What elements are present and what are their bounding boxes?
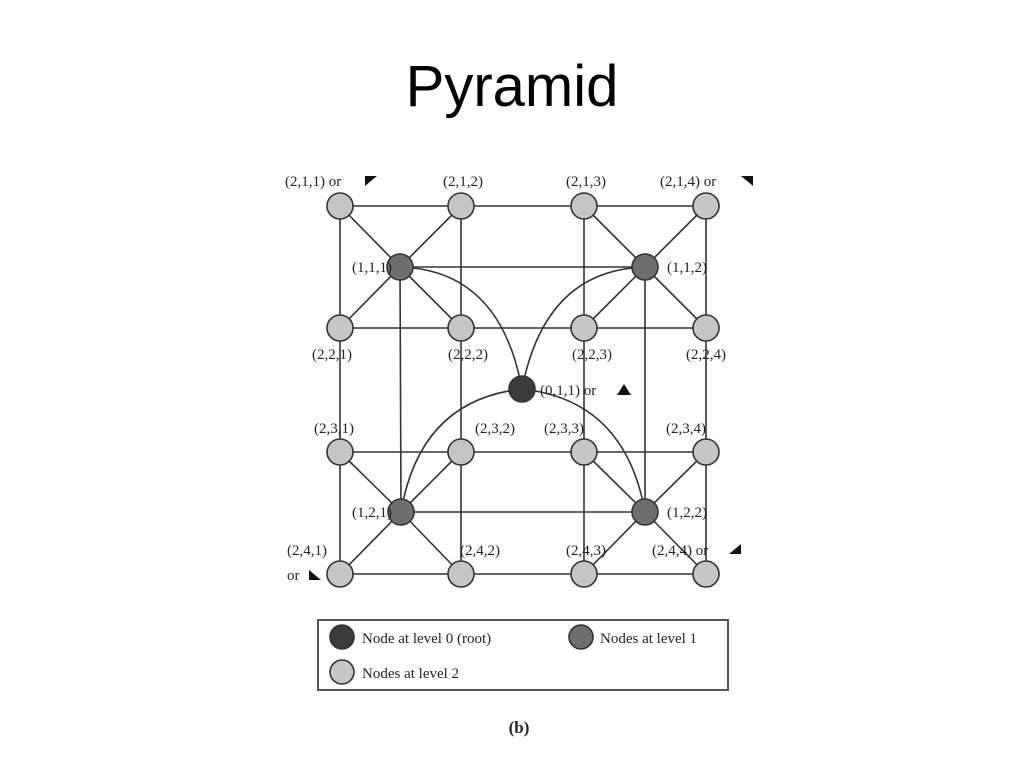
- node-level2: [692, 314, 720, 342]
- legend-root-label: Node at level 0 (root): [362, 631, 491, 647]
- node-level2: [692, 438, 720, 466]
- label-level2-node: (2,3,2): [475, 421, 515, 437]
- corner-symbol-icon: [309, 570, 321, 580]
- parent-child-edge: [583, 511, 646, 575]
- edge-layer: [339, 205, 707, 575]
- legend: Node at level 0 (root) Nodes at level 1 …: [317, 619, 729, 691]
- root-edge-curve: [521, 388, 646, 513]
- label-level1-node: (1,1,1): [352, 260, 392, 276]
- node-level2: [447, 560, 475, 588]
- label-level2-node: (2,2,4): [686, 347, 726, 363]
- label-level1-node: (1,1,2): [667, 260, 707, 276]
- label-root-node: (0,1,1) or: [540, 383, 596, 399]
- label-layer: (2,1,1) or (2,1,2) (2,1,3) (2,1,4) or (2,2,1…: [285, 174, 753, 584]
- label-level2-node: (2,1,2): [443, 174, 483, 190]
- figure-caption: (b): [509, 718, 530, 737]
- label-level2-node: (2,4,1): [287, 543, 327, 559]
- parent-child-edge: [644, 511, 707, 575]
- label-level1-node: (1,2,2): [667, 505, 707, 521]
- parent-child-edge: [339, 205, 401, 268]
- node-level2: [447, 192, 475, 220]
- node-level2: [570, 438, 598, 466]
- node-level2: [447, 438, 475, 466]
- label-level2-node-line2: or: [287, 568, 300, 584]
- root-edge-curve: [399, 266, 523, 390]
- label-level2-node: (2,2,2): [448, 347, 488, 363]
- node-level1: [631, 498, 659, 526]
- label-level2-node: (2,3,1): [314, 421, 354, 437]
- parent-child-edge: [399, 205, 462, 268]
- root-edge-curve: [521, 266, 646, 390]
- label-level2-node: (2,3,4): [666, 421, 706, 437]
- label-level2-node: (2,1,4) or: [660, 174, 716, 190]
- label-level2-node: (2,3,3): [544, 421, 584, 437]
- parent-child-edge: [644, 205, 707, 268]
- parent-child-edge: [339, 451, 402, 513]
- label-level2-node: (2,1,1) or: [285, 174, 341, 190]
- node-level1: [387, 498, 415, 526]
- parent-child-edge: [583, 205, 646, 268]
- slide-title: Pyramid: [405, 54, 619, 119]
- label-level2-node: (2,4,3): [566, 543, 606, 559]
- parent-child-edge: [400, 451, 462, 513]
- node-layer: [326, 192, 720, 588]
- parent-child-edge: [644, 451, 707, 513]
- corner-symbol-icon: [741, 176, 753, 186]
- node-level2: [326, 192, 354, 220]
- root-edge-curve: [400, 388, 523, 513]
- level1-edge-vertical: [399, 266, 402, 513]
- node-level2: [326, 438, 354, 466]
- node-level2: [570, 192, 598, 220]
- legend-level1-label: Nodes at level 1: [600, 631, 697, 647]
- node-level2: [692, 560, 720, 588]
- label-level1-node: (1,2,1): [352, 505, 392, 521]
- parent-child-edge: [583, 266, 646, 329]
- legend-box: [317, 619, 729, 691]
- node-level2: [570, 560, 598, 588]
- parent-child-edge: [644, 266, 707, 329]
- node-root: [508, 375, 536, 403]
- parent-child-edge: [400, 511, 462, 575]
- label-level2-node: (2,4,4) or: [652, 543, 708, 559]
- legend-level2-swatch: [329, 659, 355, 685]
- legend-root-swatch: [329, 624, 355, 650]
- legend-level2-label: Nodes at level 2: [362, 666, 459, 682]
- corner-symbol-icon: [729, 544, 741, 554]
- parent-child-edge: [399, 266, 462, 329]
- parent-child-edge: [339, 266, 401, 329]
- parent-child-edge: [583, 451, 646, 513]
- node-level1: [386, 253, 414, 281]
- label-level2-node: (2,2,3): [572, 347, 612, 363]
- triangle-up-icon: [617, 384, 631, 395]
- node-level2: [692, 192, 720, 220]
- node-level2: [570, 314, 598, 342]
- label-level2-node: (2,4,2): [460, 543, 500, 559]
- node-level2: [447, 314, 475, 342]
- label-level2-node: (2,1,3): [566, 174, 606, 190]
- node-level2: [326, 560, 354, 588]
- node-level1: [631, 253, 659, 281]
- corner-symbol-icon: [365, 176, 377, 186]
- parent-child-edge: [339, 511, 402, 575]
- node-level2: [326, 314, 354, 342]
- legend-level1-swatch: [568, 624, 594, 650]
- label-level2-node: (2,2,1): [312, 347, 352, 363]
